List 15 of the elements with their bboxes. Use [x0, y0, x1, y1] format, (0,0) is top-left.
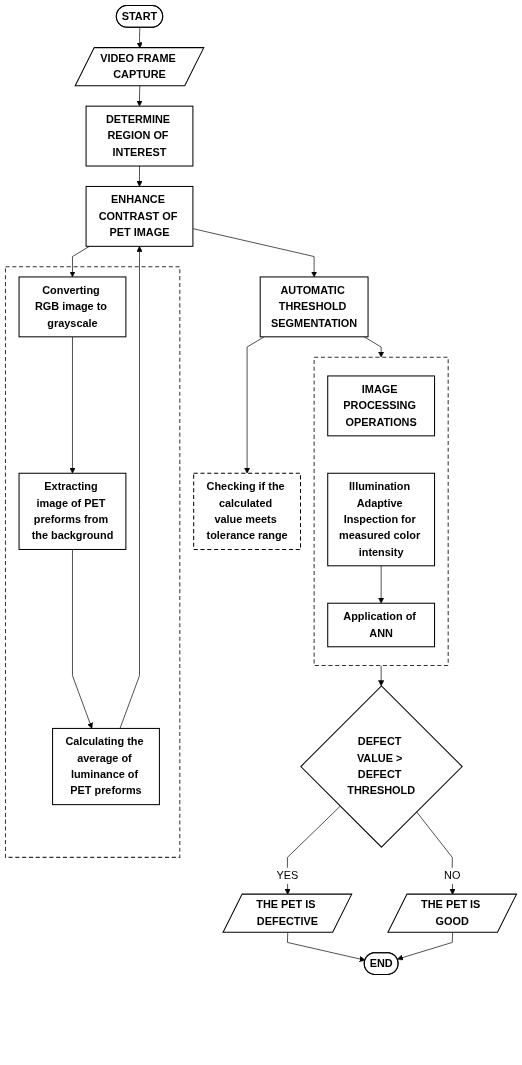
node-box: Extracting image of PET preforms from the background: [18, 472, 127, 550]
node-box: Checking if the calculated value meets tolerance range: [193, 472, 301, 550]
node-box: DETERMINE REGION OF INTEREST: [85, 105, 194, 167]
node-box: Converting RGB image to grayscale: [18, 276, 127, 338]
edge-label: NO: [444, 869, 461, 882]
cluster: [313, 356, 449, 666]
node-box: Illumination Adaptive Inspection for measured color intensity: [327, 472, 436, 567]
node-box: ENHANCE CONTRAST OF PET IMAGE: [85, 185, 194, 247]
node-box: Application of ANN: [327, 602, 436, 648]
node-box: Calculating the average of luminance of PET preforms: [52, 727, 160, 806]
edge-label: YES: [276, 869, 299, 882]
cluster: [4, 266, 181, 858]
node-box: AUTOMATIC THRESHOLD SEGMENTATION: [259, 276, 369, 338]
node-box: IMAGE PROCESSING OPERATIONS: [327, 375, 436, 437]
node-diamond: DEFECT VALUE > DEFECT THRESHOLD: [300, 685, 463, 848]
